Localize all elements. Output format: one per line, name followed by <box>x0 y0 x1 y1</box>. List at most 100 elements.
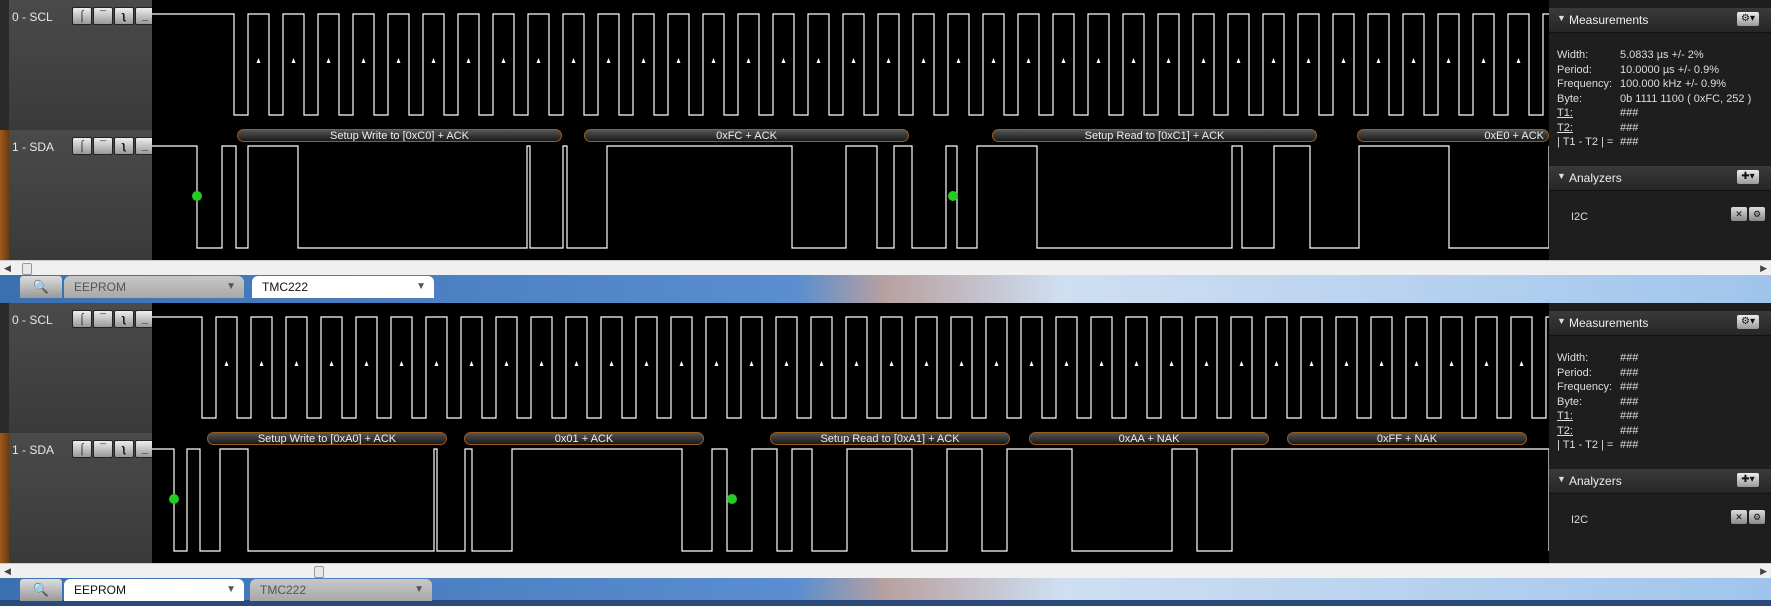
tab-bar: 🔍 EEPROM▼ TMC222▼ <box>0 274 1771 300</box>
rising-edge-marker <box>816 58 821 63</box>
analyzers-header[interactable]: ▼ Analyzers ✚▾ <box>1549 166 1771 191</box>
low-level-icon[interactable]: _ <box>135 310 155 328</box>
measure-label: Frequency: <box>1557 381 1613 393</box>
section-title: Analyzers <box>1569 171 1622 185</box>
scroll-thumb[interactable] <box>314 566 324 578</box>
i2c-annotation[interactable]: Setup Read to [0xC1] + ACK <box>992 129 1317 142</box>
section-title: Measurements <box>1569 13 1649 27</box>
analyzer-item[interactable]: I2C <box>1571 514 1589 526</box>
scroll-right-icon[interactable]: ▶ <box>1760 566 1767 576</box>
rising-edge-marker <box>1481 58 1486 63</box>
trigger-buttons: ⌠ ¯ ʅ _ <box>72 7 155 25</box>
channel-sda[interactable]: 1 - SDA ⌠ ¯ ʅ _ <box>0 130 155 261</box>
rising-edge-marker <box>1169 361 1174 366</box>
high-level-icon[interactable]: ¯ <box>93 137 113 155</box>
channel-scl[interactable]: 0 - SCL ⌠ ¯ ʅ _ <box>0 0 155 131</box>
search-icon[interactable]: 🔍 <box>20 276 62 298</box>
i2c-annotation[interactable]: 0xE0 + ACK <box>1357 129 1549 142</box>
rising-edge-marker <box>676 58 681 63</box>
collapse-icon: ▼ <box>1557 171 1566 181</box>
rising-edge-marker <box>711 58 716 63</box>
i2c-annotation[interactable]: Setup Read to [0xA1] + ACK <box>770 432 1010 445</box>
low-level-icon[interactable]: _ <box>135 137 155 155</box>
waveform-traces <box>152 316 1549 552</box>
tab-bar: 🔍 EEPROM▼ TMC222▼ <box>0 577 1771 603</box>
measurements-header[interactable]: ▼ Measurements ⚙▾ <box>1549 311 1771 336</box>
measure-label: Period: <box>1557 366 1592 379</box>
t1-link[interactable]: T1: <box>1557 107 1573 119</box>
tab-eeprom[interactable]: EEPROM▼ <box>64 579 244 601</box>
tab-tmc222[interactable]: TMC222▼ <box>252 276 434 298</box>
i2c-annotation[interactable]: 0xFF + NAK <box>1287 432 1527 445</box>
low-level-icon[interactable]: _ <box>135 7 155 25</box>
falling-edge-icon[interactable]: ʅ <box>114 7 134 25</box>
i2c-annotation[interactable]: Setup Write to [0xA0] + ACK <box>207 432 447 445</box>
measure-label: | T1 - T2 | = <box>1557 136 1614 148</box>
rising-edge-marker <box>364 361 369 366</box>
i2c-annotation[interactable]: Setup Write to [0xC0] + ACK <box>237 129 562 142</box>
falling-edge-icon[interactable]: ʅ <box>114 137 134 155</box>
add-icon[interactable]: ✚▾ <box>1737 473 1759 487</box>
rising-edge-marker <box>1204 361 1209 366</box>
rising-edge-icon[interactable]: ⌠ <box>72 310 92 328</box>
t1-link[interactable]: T1: <box>1557 410 1573 422</box>
scroll-left-icon[interactable]: ◀ <box>4 566 11 576</box>
scl-trace <box>152 316 1549 419</box>
start-condition-marker[interactable] <box>169 494 179 504</box>
tab-tmc222[interactable]: TMC222▼ <box>250 579 432 601</box>
tab-eeprom[interactable]: EEPROM▼ <box>64 276 244 298</box>
gear-icon[interactable]: ⚙▾ <box>1737 12 1759 26</box>
period-value: ### <box>1620 366 1639 379</box>
start-condition-marker[interactable] <box>727 494 737 504</box>
scroll-left-icon[interactable]: ◀ <box>4 263 11 273</box>
analyzer-item[interactable]: I2C <box>1571 211 1589 223</box>
channel-sda[interactable]: 1 - SDA ⌠ ¯ ʅ _ <box>0 433 155 564</box>
rising-edge-marker <box>746 58 751 63</box>
scroll-thumb[interactable] <box>22 263 32 275</box>
rising-edge-marker <box>679 361 684 366</box>
trigger-buttons: ⌠ ¯ ʅ _ <box>72 137 155 155</box>
scroll-right-icon[interactable]: ▶ <box>1760 263 1767 273</box>
falling-edge-icon[interactable]: ʅ <box>114 440 134 458</box>
t2-link[interactable]: T2: <box>1557 424 1573 437</box>
rising-edge-marker <box>1271 58 1276 63</box>
t2-link[interactable]: T2: <box>1557 121 1573 134</box>
rising-edge-icon[interactable]: ⌠ <box>72 137 92 155</box>
waveform-area[interactable]: Setup Write to [0xC0] + ACK 0xFC + ACK S… <box>152 0 1549 260</box>
high-level-icon[interactable]: ¯ <box>93 310 113 328</box>
i2c-annotation[interactable]: 0xAA + NAK <box>1029 432 1269 445</box>
horizontal-scrollbar[interactable]: ◀ ▶ <box>0 563 1771 578</box>
high-level-icon[interactable]: ¯ <box>93 7 113 25</box>
rising-edge-marker <box>924 361 929 366</box>
section-title: Measurements <box>1569 316 1649 330</box>
horizontal-scrollbar[interactable]: ◀ ▶ <box>0 260 1771 275</box>
low-level-icon[interactable]: _ <box>135 440 155 458</box>
measure-label: Width: <box>1557 49 1589 61</box>
width-value: 5.0833 µs +/- 2% <box>1620 49 1704 61</box>
gear-icon[interactable]: ⚙▾ <box>1737 315 1759 329</box>
start-condition-marker[interactable] <box>192 191 202 201</box>
byte-value: ### <box>1620 395 1639 408</box>
rising-edge-marker <box>431 58 436 63</box>
close-icon[interactable]: ✕ <box>1731 207 1747 221</box>
high-level-icon[interactable]: ¯ <box>93 440 113 458</box>
chevron-down-icon: ▼ <box>416 281 426 292</box>
rising-edge-marker <box>1061 58 1066 63</box>
i2c-annotation[interactable]: 0xFC + ACK <box>584 129 909 142</box>
measure-label: Byte: <box>1557 395 1583 408</box>
analyzers-header[interactable]: ▼ Analyzers ✚▾ <box>1549 469 1771 494</box>
close-icon[interactable]: ✕ <box>1731 510 1747 524</box>
waveform-area[interactable]: Setup Write to [0xA0] + ACK 0x01 + ACK S… <box>152 303 1549 563</box>
gear-icon[interactable]: ⚙ <box>1749 207 1765 221</box>
rising-edge-icon[interactable]: ⌠ <box>72 7 92 25</box>
search-icon[interactable]: 🔍 <box>20 579 62 601</box>
falling-edge-icon[interactable]: ʅ <box>114 310 134 328</box>
start-condition-marker[interactable] <box>948 191 958 201</box>
add-icon[interactable]: ✚▾ <box>1737 170 1759 184</box>
channel-scl[interactable]: 0 - SCL ⌠ ¯ ʅ _ <box>0 303 155 434</box>
gear-icon[interactable]: ⚙ <box>1749 510 1765 524</box>
rising-edge-icon[interactable]: ⌠ <box>72 440 92 458</box>
measurements-header[interactable]: ▼ Measurements ⚙▾ <box>1549 8 1771 33</box>
i2c-annotation[interactable]: 0x01 + ACK <box>464 432 704 445</box>
rising-edge-marker <box>1341 58 1346 63</box>
